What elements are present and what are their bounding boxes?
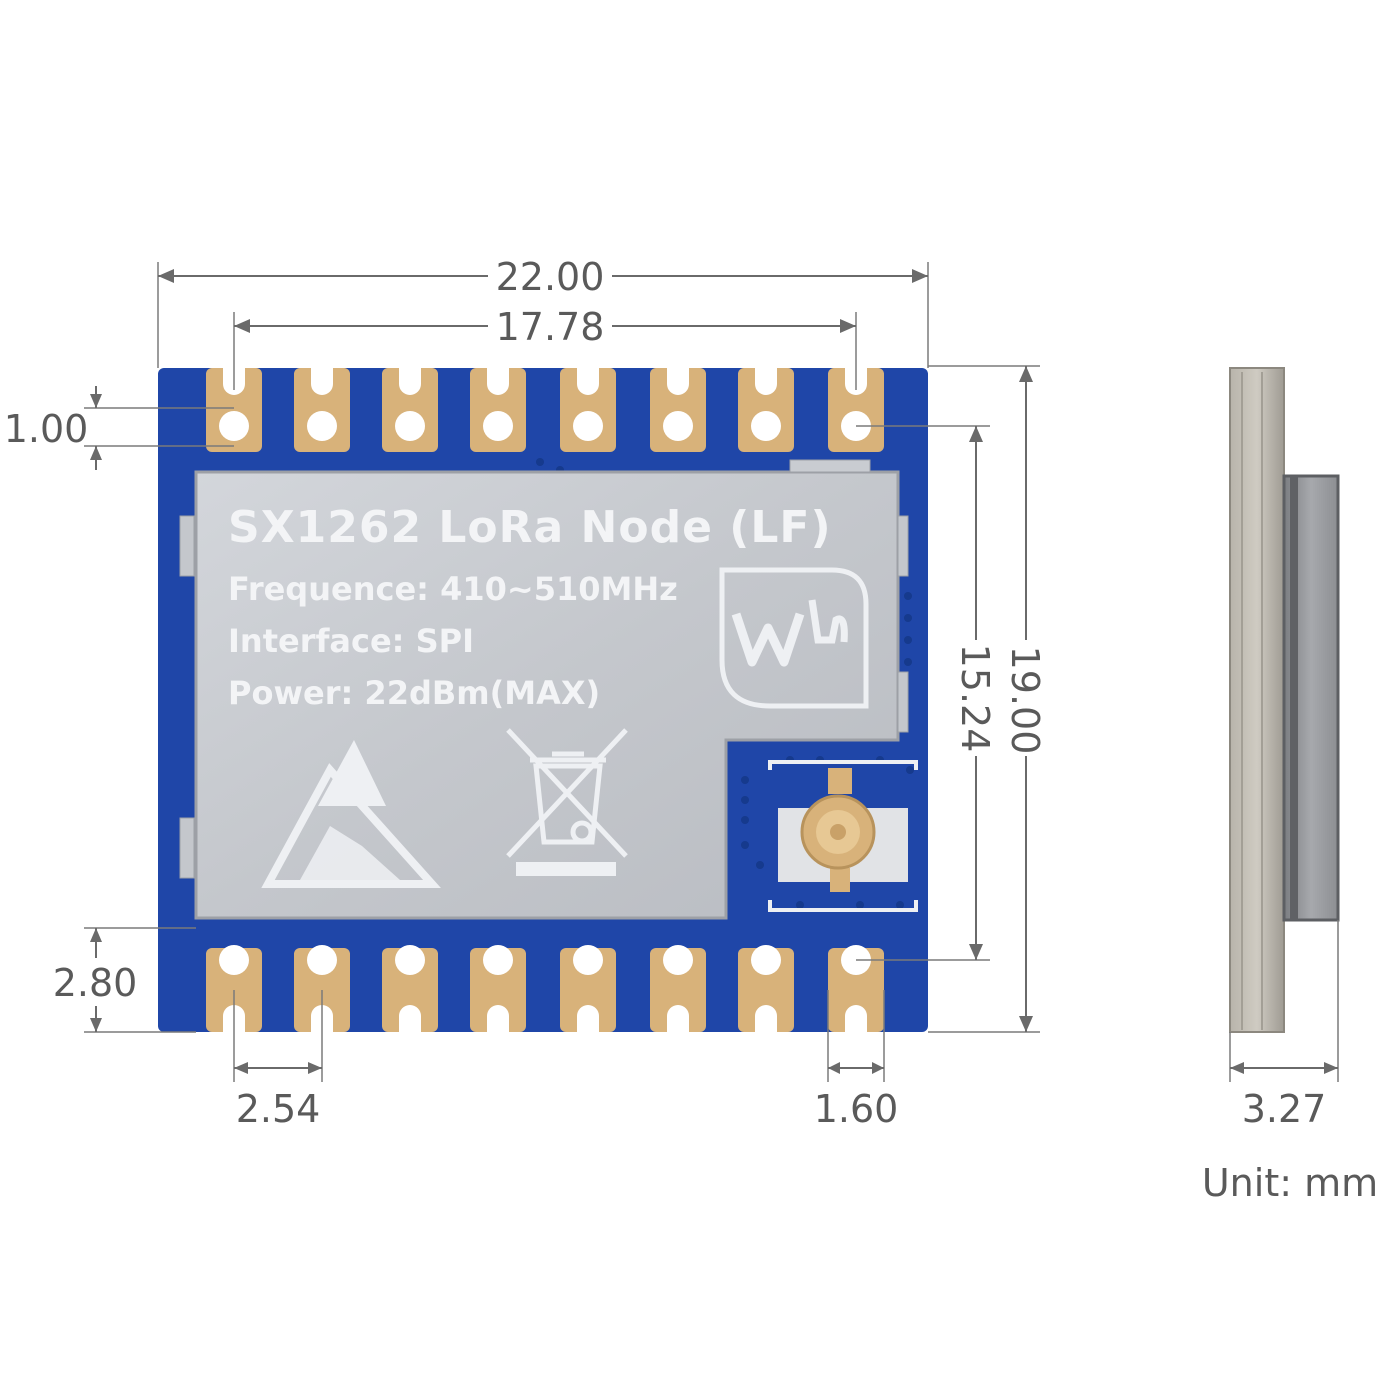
dimension-lines [84,262,1339,1082]
pad-notch [667,368,689,395]
pad-notch [755,1005,777,1032]
pad-hole [663,945,693,975]
pad-notch [667,1005,689,1032]
pad-width-label: 1.60 [814,1087,899,1131]
pad-notch [399,368,421,395]
power-label: Power: 22dBm(MAX) [228,674,600,712]
pad-height-label: 1.00 [4,407,89,451]
pad-hole [751,945,781,975]
esd-warning-icon [261,740,441,888]
weee-bin-icon [506,728,628,876]
castellated-pad [738,948,794,1032]
inner-height-label: 15.24 [953,644,997,753]
module-title: SX1262 LoRa Node (LF) [228,502,832,553]
castellated-pad [382,948,438,1032]
pad-hole [663,411,693,441]
side-view [1229,367,1340,1033]
pad-hole [573,945,603,975]
pad-hole [395,945,425,975]
frequence-label: Frequence: 410~510MHz [228,570,678,608]
thickness-label: 3.27 [1242,1087,1327,1131]
shield-gap-label: 2.80 [53,961,138,1005]
pad-notch [487,1005,509,1032]
waveshare-logo-icon [719,567,869,709]
pad-notch [755,368,777,395]
castellated-pad [828,948,884,1032]
pad-notch [577,368,599,395]
pin-span-label: 17.78 [496,305,605,349]
pad-hole [219,411,249,441]
interface-label: Interface: SPI [228,622,474,660]
castellated-pad [650,948,706,1032]
overall-width-label: 22.00 [496,255,605,299]
pad-hole [751,411,781,441]
pad-notch [577,1005,599,1032]
ipex-connector-icon [768,760,918,912]
pad-notch [311,368,333,395]
overall-height-label: 19.00 [1003,646,1047,755]
pad-hole [483,411,513,441]
pin-pitch-label: 2.54 [236,1087,321,1131]
pad-hole [307,945,337,975]
pad-notch [399,1005,421,1032]
pad-hole [573,411,603,441]
pad-notch [487,368,509,395]
castellated-pad [470,948,526,1032]
unit-label: Unit: mm [1202,1161,1378,1205]
pad-notch [845,1005,867,1032]
castellated-pad [560,948,616,1032]
pad-hole [307,411,337,441]
pad-hole [219,945,249,975]
pad-hole [483,945,513,975]
pad-hole [395,411,425,441]
